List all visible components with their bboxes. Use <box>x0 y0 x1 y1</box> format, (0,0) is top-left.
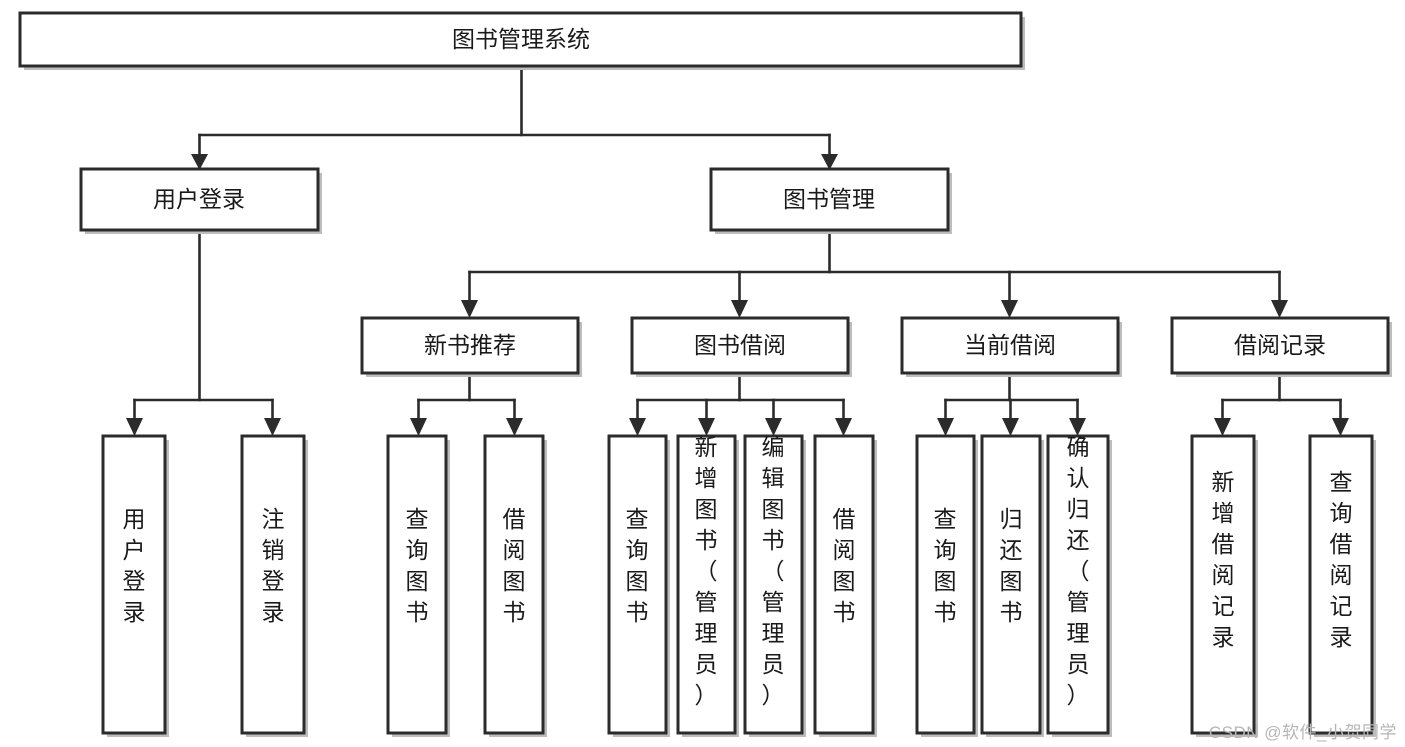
arrowhead-leaf-borrow-book-2 <box>835 418 852 436</box>
arrowhead-book-manage <box>821 154 838 170</box>
node-root-label: 图书管理系统 <box>452 26 590 52</box>
arrowhead-borrow-record <box>1271 300 1288 318</box>
node-leaf-add-book-box[interactable] <box>676 434 737 735</box>
node-leaf-return-book-label: 归还图书 <box>1000 506 1023 625</box>
node-leaf-borrow-book-1-box[interactable] <box>483 434 545 735</box>
node-borrow-record-label: 借阅记录 <box>1234 332 1326 358</box>
node-leaf-query-book-1[interactable]: 查询图书 <box>386 434 450 737</box>
node-leaf-confirm-return-label: 确认归还（管理员） <box>1067 434 1090 708</box>
node-leaf-query-book-1-label: 查询图书 <box>406 506 429 625</box>
node-book-manage-label: 图书管理 <box>783 186 875 212</box>
node-current-borrow-label: 当前借阅 <box>964 332 1056 358</box>
node-new-book-rec-box[interactable] <box>360 316 580 375</box>
node-leaf-edit-book[interactable]: 编辑图书（管理员） <box>743 434 806 737</box>
node-leaf-add-book[interactable]: 新增图书（管理员） <box>676 434 739 737</box>
node-leaf-confirm-return-box[interactable] <box>1046 434 1110 735</box>
node-leaf-query-book-3-label: 查询图书 <box>934 506 957 625</box>
node-leaf-query-record-box[interactable] <box>1308 434 1374 735</box>
arrowhead-leaf-query-book-2 <box>629 418 646 436</box>
node-book-manage-box[interactable] <box>709 167 950 232</box>
arrowhead-leaf-add-record <box>1214 418 1231 436</box>
node-root[interactable]: 图书管理系统 <box>18 11 1025 70</box>
node-leaf-borrow-book-2-label: 借阅图书 <box>833 506 856 625</box>
arrowhead-leaf-logout <box>264 418 281 436</box>
node-user-login[interactable]: 用户登录 <box>79 167 322 234</box>
arrowhead-leaf-query-record <box>1332 418 1349 436</box>
node-leaf-borrow-book-1[interactable]: 借阅图书 <box>483 434 547 737</box>
node-leaf-add-record-label: 新增借阅记录 <box>1212 469 1235 650</box>
node-leaf-logout[interactable]: 注销登录 <box>240 434 308 737</box>
node-leaf-return-book-box[interactable] <box>980 434 1042 735</box>
node-new-book-rec-label: 新书推荐 <box>424 332 516 358</box>
arrowhead-leaf-edit-book <box>765 418 782 436</box>
node-leaf-query-book-3[interactable]: 查询图书 <box>915 434 978 737</box>
node-leaf-borrow-book-2[interactable]: 借阅图书 <box>813 434 877 737</box>
node-current-borrow-box[interactable] <box>900 316 1120 375</box>
node-book-borrow[interactable]: 图书借阅 <box>630 316 852 377</box>
connector-layer <box>126 64 1349 436</box>
node-leaf-return-book[interactable]: 归还图书 <box>980 434 1044 737</box>
arrowhead-user-login <box>191 154 208 170</box>
node-leaf-user-login-label: 用户登录 <box>123 506 146 625</box>
node-leaf-query-record-label: 查询借阅记录 <box>1330 469 1353 650</box>
node-leaf-borrow-book-2-box[interactable] <box>813 434 875 735</box>
node-leaf-query-record[interactable]: 查询借阅记录 <box>1308 434 1376 737</box>
arrowhead-current-borrow <box>1001 300 1018 318</box>
node-book-borrow-box[interactable] <box>630 316 850 375</box>
arrowhead-leaf-query-book-1 <box>410 418 427 436</box>
node-leaf-add-book-label: 新增图书（管理员） <box>695 434 718 708</box>
node-leaf-user-login[interactable]: 用户登录 <box>101 434 169 737</box>
node-book-borrow-label: 图书借阅 <box>694 332 786 358</box>
arrowhead-leaf-confirm-return <box>1069 418 1086 436</box>
node-current-borrow[interactable]: 当前借阅 <box>900 316 1122 377</box>
arrowhead-leaf-return-book <box>1002 418 1019 436</box>
node-new-book-rec[interactable]: 新书推荐 <box>360 316 582 377</box>
node-leaf-query-book-1-box[interactable] <box>386 434 448 735</box>
node-book-manage[interactable]: 图书管理 <box>709 167 952 234</box>
node-leaf-logout-label: 注销登录 <box>262 506 285 625</box>
node-leaf-add-record[interactable]: 新增借阅记录 <box>1190 434 1258 737</box>
node-leaf-query-book-2[interactable]: 查询图书 <box>607 434 670 737</box>
node-borrow-record-box[interactable] <box>1170 316 1390 375</box>
node-borrow-record[interactable]: 借阅记录 <box>1170 316 1392 377</box>
node-leaf-logout-box[interactable] <box>240 434 306 735</box>
arrowhead-leaf-add-book <box>698 418 715 436</box>
node-leaf-edit-book-label: 编辑图书（管理员） <box>762 434 785 708</box>
node-leaf-borrow-book-1-label: 借阅图书 <box>503 506 526 625</box>
node-leaf-query-book-2-label: 查询图书 <box>626 506 649 625</box>
arrowhead-leaf-borrow-book-1 <box>506 418 523 436</box>
node-leaf-add-record-box[interactable] <box>1190 434 1256 735</box>
arrowhead-leaf-user-login <box>126 418 143 436</box>
node-leaf-query-book-3-box[interactable] <box>915 434 976 735</box>
arrowhead-leaf-query-book-3 <box>937 418 954 436</box>
arrowhead-new-book-rec <box>461 300 478 318</box>
node-leaf-edit-book-box[interactable] <box>743 434 804 735</box>
node-root-box[interactable] <box>18 11 1023 68</box>
node-leaf-query-book-2-box[interactable] <box>607 434 668 735</box>
node-leaf-confirm-return[interactable]: 确认归还（管理员） <box>1046 434 1112 737</box>
arrowhead-book-borrow <box>731 300 748 318</box>
node-leaf-user-login-box[interactable] <box>101 434 167 735</box>
node-user-login-label: 用户登录 <box>153 186 245 212</box>
node-user-login-box[interactable] <box>79 167 320 232</box>
